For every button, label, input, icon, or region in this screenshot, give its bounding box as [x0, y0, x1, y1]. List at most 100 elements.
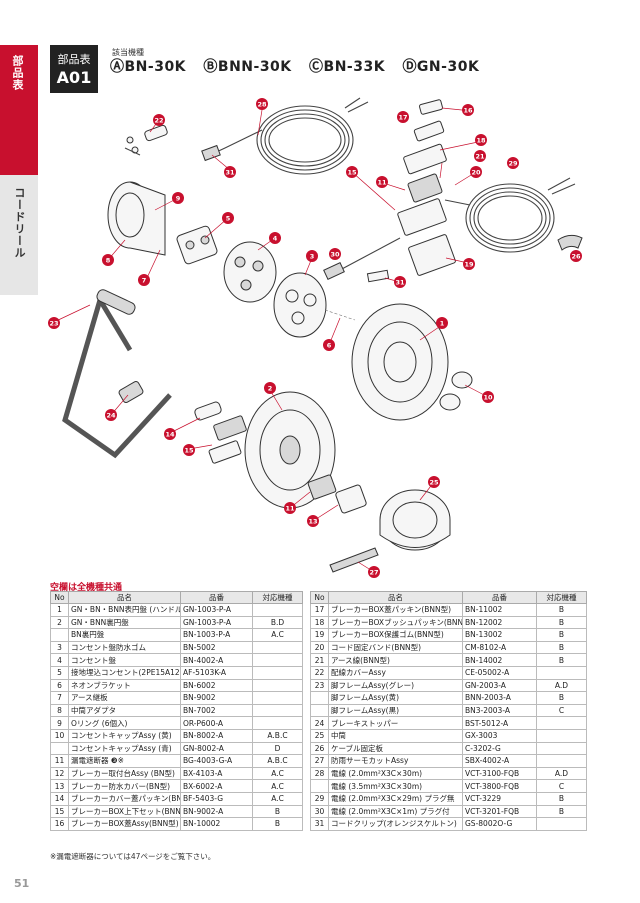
row-name: 中筒	[328, 728, 463, 743]
callout-2: 2	[264, 382, 276, 394]
row-name: ブレーカーBOX蓋Assy(BNN型)	[68, 817, 181, 831]
receptacle-5	[176, 225, 218, 265]
row-name: 防雨サーモカットAssy	[328, 754, 463, 768]
row-models: B	[536, 628, 587, 642]
drum-adapter-8	[107, 181, 166, 256]
row-code: BN3-2003-A	[462, 703, 537, 718]
row-models: A.C	[252, 779, 303, 793]
plug-cord-30	[323, 237, 401, 283]
row-models: C	[536, 779, 587, 793]
row-name: 脚フレームAssy(黒)	[328, 703, 463, 718]
row-models	[252, 703, 303, 718]
row-no: 11	[50, 754, 69, 768]
svg-text:18: 18	[476, 137, 486, 145]
row-name: 漏電遮断器 ❸※	[68, 754, 181, 768]
row-no: 15	[50, 804, 69, 819]
row-code: OR-P600-A	[180, 716, 253, 730]
svg-text:7: 7	[142, 277, 147, 285]
row-code: BN-13002	[462, 628, 537, 642]
row-name: 電線 (2.0mm²X3C×29m) プラグ無	[328, 791, 463, 806]
row-code: C-3202-G	[462, 741, 537, 756]
row-models	[252, 716, 303, 730]
svg-text:11: 11	[285, 505, 295, 513]
row-models	[252, 678, 303, 693]
row-models: B	[536, 691, 587, 705]
brake-stopper-24	[118, 381, 144, 403]
row-no: 19	[310, 628, 329, 642]
center-drum-25	[379, 489, 451, 551]
row-name: ネオンブラケット	[68, 678, 181, 693]
table-header-row: No 品名 品番 対応機種	[310, 591, 587, 604]
row-models: B	[252, 817, 303, 831]
row-no: 7	[50, 691, 69, 705]
row-no: 4	[50, 653, 69, 667]
row-no: 6	[50, 678, 69, 693]
row-name: Oリング (6個入)	[68, 716, 181, 730]
row-code: BG-4003-G-A	[180, 754, 253, 768]
row-code: BN-12002	[462, 615, 537, 630]
section-label: 部品表	[11, 55, 24, 91]
svg-text:5: 5	[226, 215, 231, 223]
row-name: ブレーカーBOXブッシュパッキン(BNN型)	[328, 615, 463, 630]
row-no: 8	[50, 703, 69, 718]
row-code: BN-5002	[180, 640, 253, 655]
row-no: 17	[310, 603, 329, 617]
callout-29: 29	[507, 157, 519, 169]
row-code: AF-5103K-A	[180, 665, 253, 680]
row-no: 25	[310, 728, 329, 743]
row-models: B	[252, 804, 303, 819]
svg-text:15: 15	[184, 447, 194, 455]
svg-text:30: 30	[330, 251, 340, 259]
callout-18: 18	[475, 134, 487, 146]
svg-text:9: 9	[176, 195, 181, 203]
front-disc-1	[351, 303, 449, 421]
row-models: C	[536, 703, 587, 718]
row-models: B	[536, 603, 587, 617]
row-code: GN-8002-A	[180, 741, 253, 756]
row-models: D	[252, 741, 303, 756]
callout-27: 27	[368, 566, 380, 578]
breaker-mount-14	[194, 401, 247, 464]
row-code: VCT-3800-FQB	[462, 779, 537, 793]
svg-text:28: 28	[257, 101, 267, 109]
row-name: ブレーカー防水カバー(BN型)	[68, 779, 181, 793]
callout-4: 4	[269, 232, 281, 244]
svg-text:29: 29	[508, 160, 518, 168]
callout-22: 22	[153, 114, 165, 126]
row-no: 1	[50, 603, 69, 617]
svg-text:2: 2	[268, 385, 273, 393]
row-no: 28	[310, 766, 329, 781]
row-code: VCT-3201-FQB	[462, 804, 537, 819]
exploded-parts-diagram: 28 16 17 22 18 21 29 15 31 20 11 9 5 4 3…	[48, 97, 583, 578]
row-no: 31	[310, 817, 329, 831]
rear-disc-2	[244, 391, 336, 509]
row-no: 3	[50, 640, 69, 655]
chapter-tab: コードリール	[0, 175, 38, 295]
callout-20: 20	[470, 166, 482, 178]
callout-14: 14	[164, 428, 176, 440]
svg-text:22: 22	[154, 117, 163, 125]
row-code: VCT-3100-FQB	[462, 766, 537, 781]
row-code: BN-6002	[180, 678, 253, 693]
row-models: A.C	[252, 766, 303, 781]
row-code: BX-4103-A	[180, 766, 253, 781]
row-code: BST-5012-A	[462, 716, 537, 730]
applies-models-label: 該当機種	[112, 48, 144, 57]
row-code: BN-11002	[462, 603, 537, 617]
row-models: A.C	[252, 791, 303, 806]
row-no: 2	[50, 615, 69, 630]
